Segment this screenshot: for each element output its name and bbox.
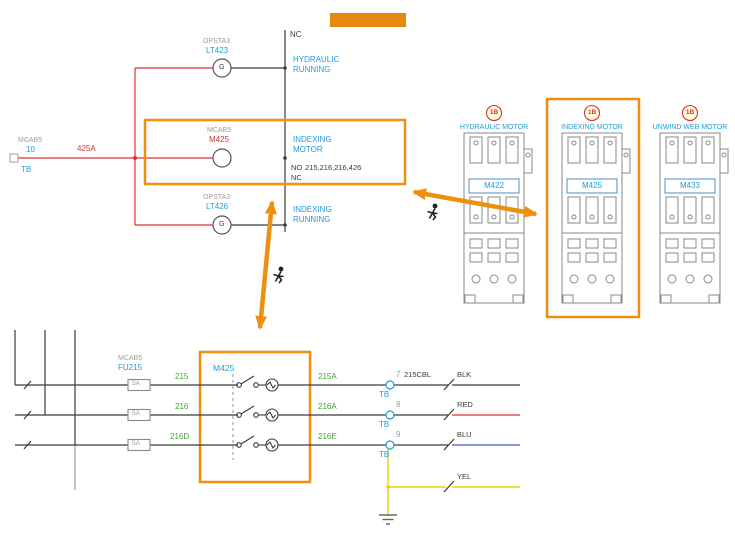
highlight-box-rung <box>143 118 407 186</box>
rung2-desc-line1: INDEXING <box>293 135 332 144</box>
lt426-panel-label: OPSTA3 <box>203 194 231 201</box>
pilot-light-lt426 <box>212 215 232 235</box>
nc-contacts-label: NC <box>291 173 302 182</box>
coil-m425 <box>212 148 232 168</box>
no-contacts-refs: 215,216,216,426 <box>305 163 362 172</box>
ground-symbol <box>379 514 397 525</box>
wire-number: 216E <box>318 432 337 441</box>
wire-number: 216A <box>318 402 337 411</box>
terminal-circles <box>385 380 395 450</box>
fuse-rating: 5A <box>132 380 140 387</box>
fuse-rating: 5A <box>132 440 140 447</box>
cable-name-label: 215CBL <box>404 370 432 379</box>
yellow-wire-slash <box>443 480 455 493</box>
location-badge: 1B <box>685 109 695 116</box>
lt423-tag: LT423 <box>206 46 229 55</box>
no-contacts-label: NO <box>291 163 303 172</box>
nav-arrow-power[interactable] <box>255 200 277 330</box>
wire-number: 215 <box>175 372 189 381</box>
lt423-lamp-letter: G <box>219 64 225 71</box>
pilot-light-lt423 <box>212 58 232 78</box>
rung3-desc-line1: INDEXING <box>293 205 332 214</box>
highlight-box-power <box>198 350 312 484</box>
fuse-panel-label: MCAB5 <box>118 355 143 362</box>
wire-number-425a: 425A <box>77 144 96 153</box>
source-terminal-square <box>9 153 19 163</box>
rung1-desc-line2: RUNNING <box>293 65 331 74</box>
ladder-wires <box>18 30 287 232</box>
m425-coil-tag: M425 <box>209 135 230 144</box>
contactor-title: HYDRAULIC MOTOR <box>459 124 529 131</box>
source-panel-label: MCAB5 <box>18 137 43 144</box>
contactor-tag-m425: M425 <box>581 181 602 190</box>
highlight-box-contactor <box>545 97 641 319</box>
m425-panel-label: MCAB5 <box>207 127 232 134</box>
fuse-rating: 5A <box>132 410 140 417</box>
wire-number: 216D <box>170 432 190 441</box>
lt423-panel-label: OPSTA3 <box>203 38 231 45</box>
nc-rail-label: NC <box>290 30 302 39</box>
contactor-title: UNWIND WEB MOTOR <box>652 124 728 131</box>
fuse-symbols <box>127 378 151 452</box>
conductor-color-label: RED <box>457 400 473 409</box>
yellow-drain-wire <box>386 449 520 515</box>
wire-number: 215A <box>318 372 337 381</box>
contactor-tag-m433: M433 <box>679 181 700 190</box>
rung2-desc-line2: MOTOR <box>293 145 323 154</box>
conductor-color-label: YEL <box>457 472 472 481</box>
source-terminal-number: 10 <box>26 145 35 154</box>
contactor-graphic-m425 <box>561 132 631 304</box>
fuse-tag: FU215 <box>118 363 143 372</box>
contactor-title: INDEXING MOTOR <box>561 124 623 131</box>
terminal-tb-label: TB <box>379 390 390 399</box>
location-badges <box>485 104 699 122</box>
contactor-graphic-m422 <box>463 132 533 304</box>
rung1-desc-line1: HYDRAULIC <box>293 55 340 64</box>
surfer-icon[interactable] <box>427 203 438 221</box>
location-badge: 1B <box>587 109 597 116</box>
wire-number: 216 <box>175 402 189 411</box>
lt426-lamp-letter: G <box>219 221 225 228</box>
source-tb-label: TB <box>21 165 32 174</box>
contactor-graphic-m433 <box>659 132 729 304</box>
contactor-tag-m422: M422 <box>483 181 504 190</box>
conductor-color-label: BLK <box>457 370 472 379</box>
terminal-number: 7 <box>396 370 401 379</box>
location-badge: 1B <box>489 109 499 116</box>
terminal-tb-label: TB <box>379 450 390 459</box>
terminal-tb-label: TB <box>379 420 390 429</box>
feeder-wires <box>14 330 520 490</box>
nav-arrow-contactor[interactable] <box>412 188 538 218</box>
terminal-number: 9 <box>396 430 401 439</box>
lt426-tag: LT426 <box>206 202 229 211</box>
rung3-desc-line2: RUNNING <box>293 215 331 224</box>
redaction-bar <box>330 13 406 27</box>
surfer-icon[interactable] <box>273 266 284 284</box>
terminal-number: 8 <box>396 400 401 409</box>
conductor-color-label: BLU <box>457 430 472 439</box>
contact-overload-symbols <box>232 374 279 460</box>
power-contact-tag: M425 <box>213 363 235 373</box>
